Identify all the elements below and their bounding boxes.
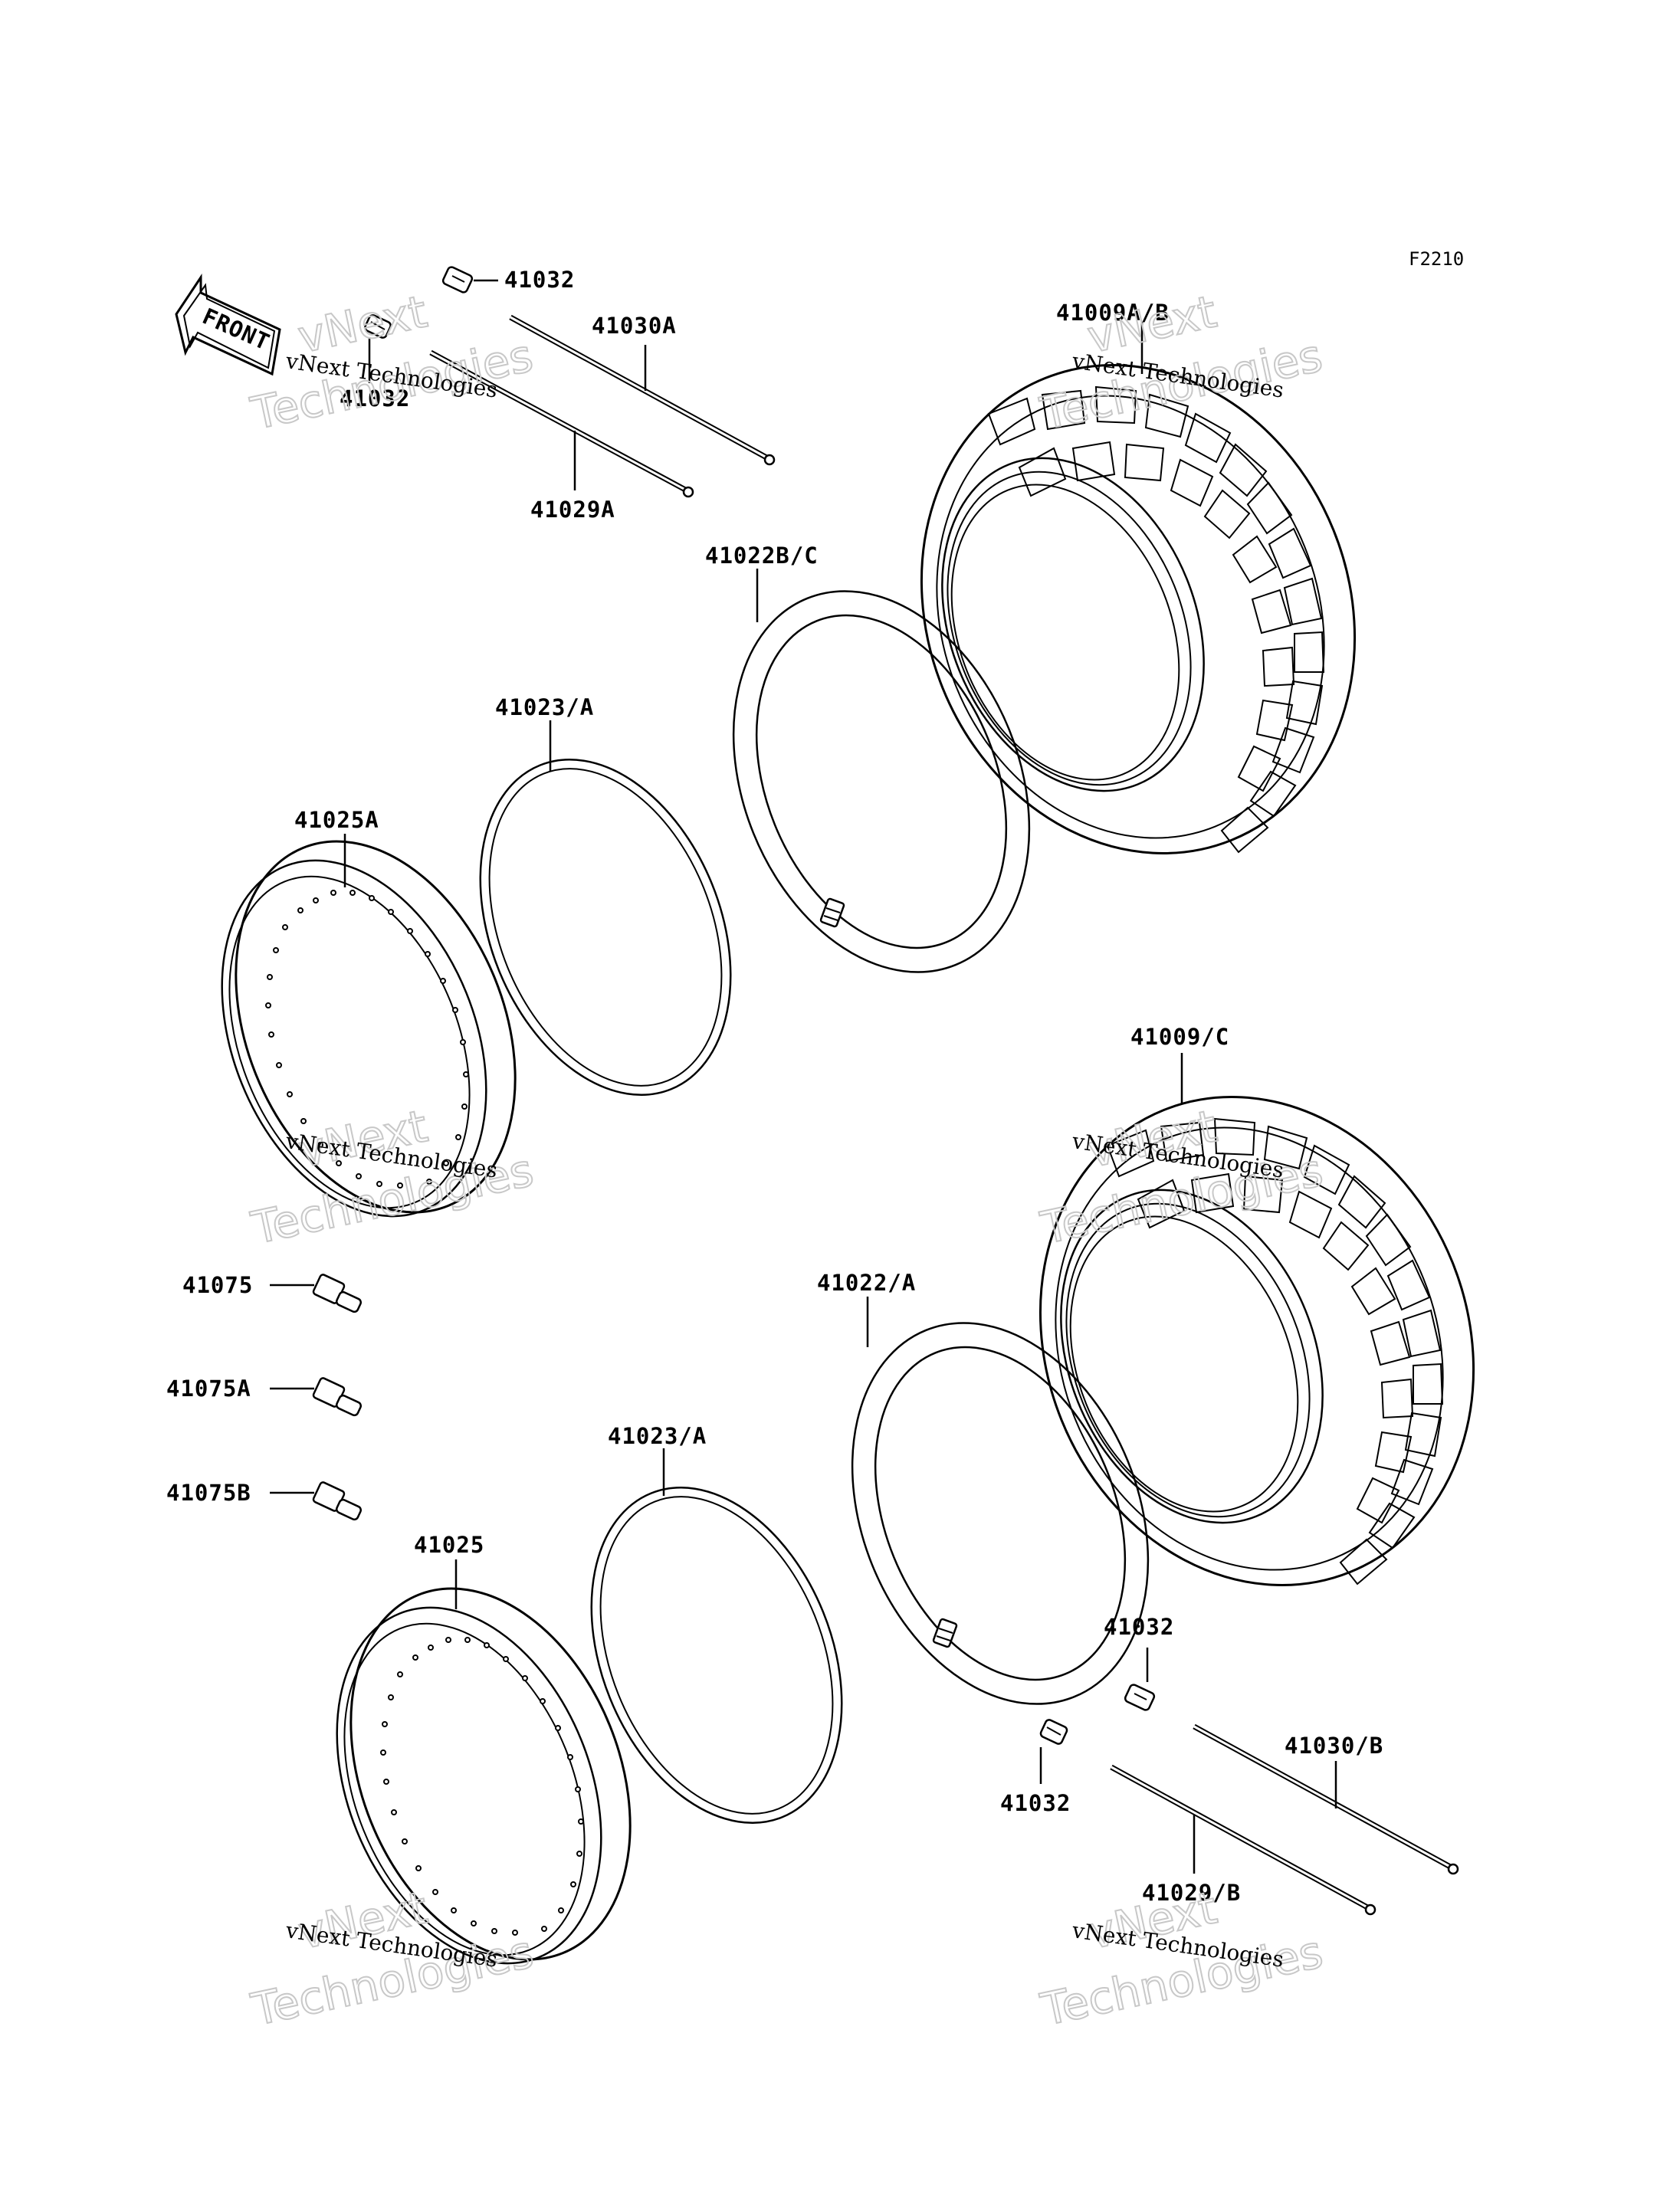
label-41030A: 41030A	[592, 313, 677, 339]
weight-41075	[270, 1274, 363, 1313]
watermark-top-left: vNext Technologies	[245, 284, 538, 441]
tube-41022A	[851, 1297, 1150, 1705]
weight-41075A	[270, 1377, 363, 1417]
label-41075A: 41075A	[166, 1376, 251, 1402]
rim-band-41023A-top	[479, 720, 732, 1096]
tire-41009C	[1039, 1053, 1475, 1586]
label-41022A: 41022/A	[817, 1270, 916, 1296]
label-41032-a: 41032	[504, 267, 575, 293]
label-41025A: 41025A	[294, 807, 379, 833]
valve-cap-41032-right	[1124, 1648, 1156, 1711]
tube-41022BC	[732, 569, 1031, 973]
rim-band-41023A-bottom	[590, 1448, 843, 1824]
valve-cap-41032-lower	[1039, 1719, 1068, 1784]
label-41032-c: 41032	[1104, 1614, 1174, 1640]
spoke-41029A	[429, 349, 694, 498]
label-41075B: 41075B	[166, 1480, 251, 1506]
rim-41025	[336, 1559, 632, 1965]
label-41025: 41025	[414, 1532, 484, 1558]
label-41032-d: 41032	[1000, 1790, 1071, 1816]
valve-cap-41032-left	[364, 314, 392, 383]
tire-41009AB	[920, 322, 1357, 854]
label-41009C: 41009/C	[1130, 1024, 1229, 1050]
label-41022BC: 41022B/C	[705, 543, 819, 569]
label-41075: 41075	[182, 1272, 253, 1298]
diagram-code: F2210	[1409, 248, 1464, 270]
label-41009AB: 41009A/B	[1056, 300, 1170, 326]
valve-cap-41032-top	[441, 266, 498, 293]
weight-41075B	[270, 1481, 363, 1521]
label-41029A: 41029A	[530, 497, 615, 523]
label-41030B: 41030/B	[1285, 1733, 1383, 1759]
label-41032-b: 41032	[340, 385, 410, 412]
front-arrow-icon: FRONT	[175, 274, 281, 376]
label-41023A-top: 41023/A	[495, 694, 594, 720]
spoke-41030B	[1193, 1723, 1459, 1875]
rim-41025A	[221, 834, 517, 1218]
label-41023A-bottom: 41023/A	[608, 1423, 707, 1449]
spoke-41029B	[1110, 1764, 1376, 1916]
spoke-41030A	[509, 314, 776, 466]
label-41029B: 41029/B	[1142, 1880, 1241, 1906]
